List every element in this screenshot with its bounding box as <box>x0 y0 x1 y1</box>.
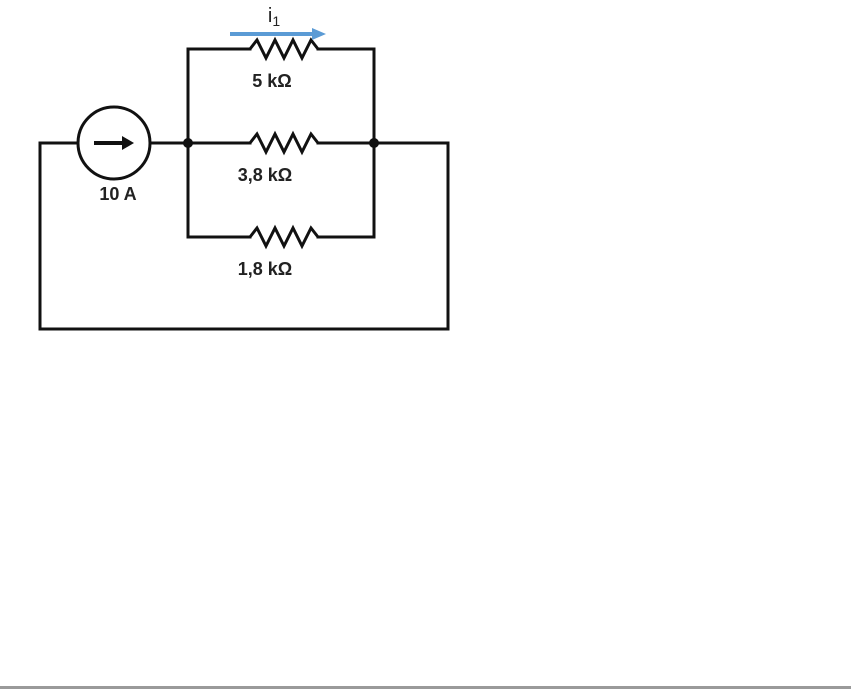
resistor-3-8k-symbol <box>250 134 318 152</box>
resistor-5k-branch <box>188 40 374 58</box>
resistor-5k-symbol <box>250 40 318 58</box>
current-source <box>78 107 150 179</box>
right-junction-node <box>369 138 379 148</box>
bottom-divider <box>0 686 851 689</box>
resistor-1-8k-branch <box>188 228 374 246</box>
resistor-1-8k-symbol <box>250 228 318 246</box>
current-indicator: i1 <box>230 5 326 40</box>
current-indicator-arrowhead <box>312 28 326 40</box>
resistor-1-8k-label: 1,8 kΩ <box>238 259 292 279</box>
resistor-3-8k-label: 3,8 kΩ <box>238 165 292 185</box>
resistor-5k-label: 5 kΩ <box>252 71 291 91</box>
resistor-3-8k-branch <box>188 134 374 152</box>
left-junction-node <box>183 138 193 148</box>
current-source-label: 10 A <box>99 184 136 204</box>
current-indicator-label: i1 <box>268 5 280 29</box>
